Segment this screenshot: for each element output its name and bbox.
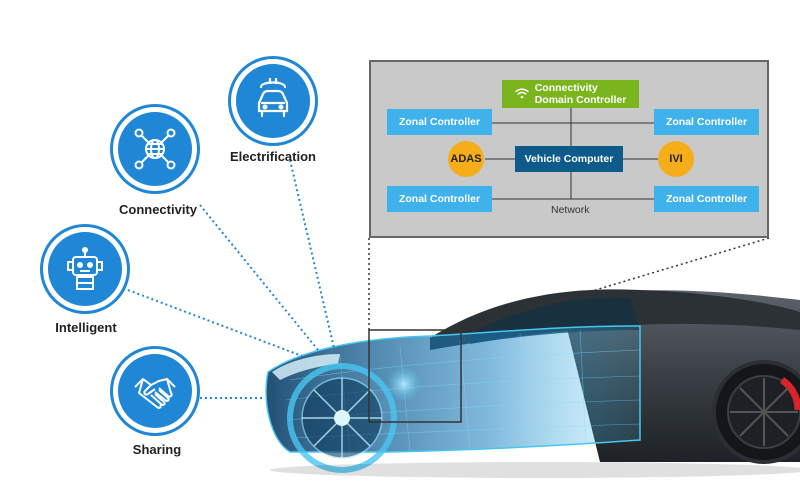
intelligent-badge (40, 224, 130, 314)
adas-node: ADAS (448, 141, 484, 177)
handshake-icon (118, 354, 192, 428)
connectivity-label: Connectivity (118, 202, 197, 217)
electrification-label: Electrification (230, 149, 316, 164)
vehicle-computer-box: Vehicle Computer (515, 146, 623, 172)
zoom-region (368, 329, 462, 423)
connector-connectivity (199, 204, 319, 351)
ivi-node: IVI (658, 141, 694, 177)
sharing-badge (110, 346, 200, 436)
connector-electrification (289, 159, 335, 349)
electrification-badge (228, 56, 318, 146)
car-headlight (272, 354, 340, 380)
globe-network-icon (118, 112, 192, 186)
zoom-line-right (461, 237, 770, 331)
connectivity-domain-controller-box: Connectivity Domain Controller (502, 80, 639, 108)
connectivity-controller-line2: Domain Controller (534, 94, 627, 106)
connector-intelligent (127, 289, 303, 357)
robot-icon (48, 232, 122, 306)
network-label: Network (551, 204, 590, 216)
zonal-controller-bottom-left: Zonal Controller (387, 186, 492, 212)
intelligent-label: Intelligent (55, 320, 117, 335)
rear-wheel (712, 360, 800, 464)
sharing-label: Sharing (132, 442, 182, 457)
wifi-icon (515, 87, 529, 102)
car-plug-icon (236, 64, 310, 138)
architecture-panel: Connectivity Domain Controller Zonal Con… (369, 60, 769, 238)
car-shadow (270, 462, 800, 478)
zonal-controller-bottom-right: Zonal Controller (654, 186, 759, 212)
brake-glow (386, 366, 422, 402)
zonal-controller-top-left: Zonal Controller (387, 109, 492, 135)
connectivity-controller-line1: Connectivity (534, 82, 598, 94)
connectivity-badge (110, 104, 200, 194)
zonal-controller-top-right: Zonal Controller (654, 109, 759, 135)
